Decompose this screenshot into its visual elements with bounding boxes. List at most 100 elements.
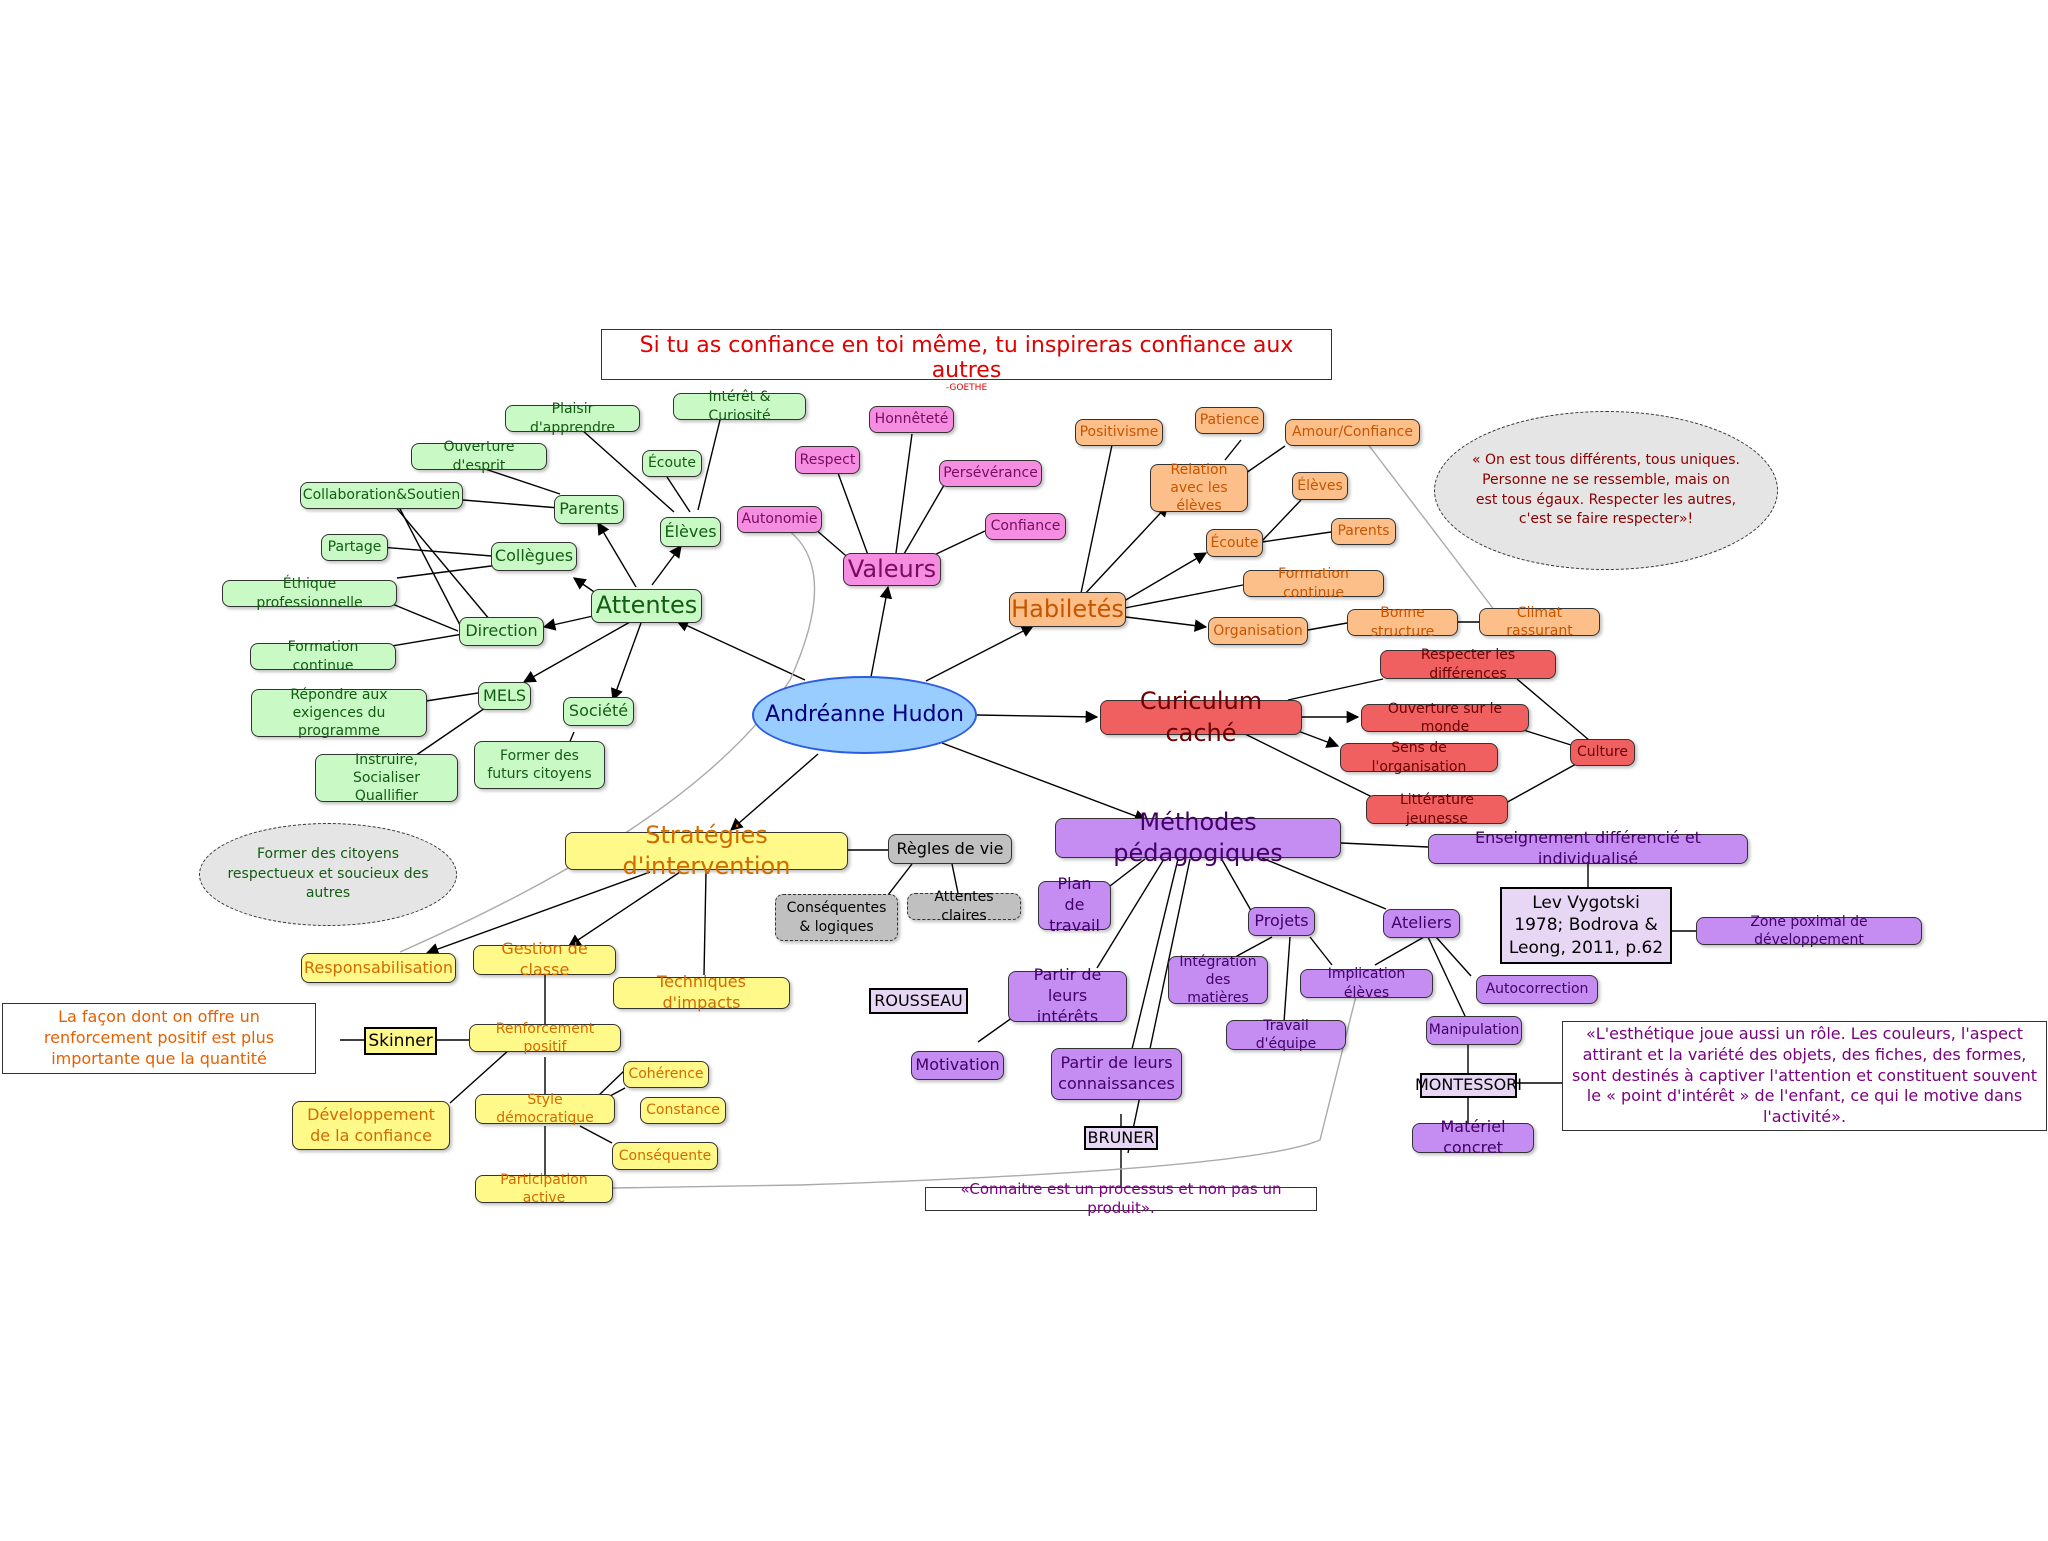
node-label: Écoute	[1210, 534, 1259, 551]
node-label: ROUSSEAU	[874, 990, 963, 1010]
valeurs-respect[interactable]: Respect	[795, 446, 860, 474]
strategies-participation[interactable]: Participation active	[475, 1172, 613, 1206]
attentes-ethique[interactable]: Éthique professionnelle	[222, 576, 397, 611]
regles-de-vie-node[interactable]: Règles de vie	[888, 834, 1012, 864]
methodes-integration[interactable]: Intégration des matières	[1168, 954, 1268, 1006]
node-label: Ouverture sur le monde	[1387, 700, 1503, 735]
node-label: Matériel concret	[1440, 1117, 1506, 1157]
habiletes-amour[interactable]: Amour/Confiance	[1285, 419, 1420, 446]
node-label: Répondre aux exigences du programme	[290, 686, 388, 740]
strategies-coherence[interactable]: Cohérence	[623, 1061, 709, 1088]
node-label: Conséquente	[618, 1147, 712, 1164]
node-label: Conséquentes & logiques	[786, 900, 887, 935]
attentes-societe[interactable]: Société	[563, 697, 634, 726]
habiletes-eleves[interactable]: Élèves	[1292, 472, 1348, 500]
methodes-zone[interactable]: Zone poximal de développement	[1696, 914, 1922, 948]
methodes-autocorrection[interactable]: Autocorrection	[1476, 975, 1598, 1004]
methodes-materiel[interactable]: Matériel concret	[1412, 1117, 1534, 1157]
habiletes-climat[interactable]: Climat rassurant	[1479, 605, 1600, 639]
strategies-node[interactable]: Stratégies d'intervention	[565, 821, 848, 880]
methodes-plan[interactable]: Plan de travail	[1038, 874, 1111, 935]
attentes-eleves[interactable]: Élèves	[660, 517, 721, 547]
habiletes-relation[interactable]: Relation avec les élèves	[1150, 462, 1248, 514]
methodes-motivation[interactable]: Motivation	[911, 1051, 1004, 1080]
habiletes-formation[interactable]: Formation continue	[1243, 566, 1384, 601]
attentes-formation[interactable]: Formation continue	[250, 639, 396, 674]
habiletes-ecoute[interactable]: Écoute	[1206, 529, 1263, 557]
node-label: «L'esthétique joue aussi un rôle. Les co…	[1571, 1024, 2038, 1127]
node-label: Autonomie	[741, 511, 818, 528]
strategies-responsabilisation[interactable]: Responsabilisation	[301, 953, 456, 983]
node-label: Intégration des matières	[1179, 953, 1257, 1007]
root-node[interactable]: Andréanne Hudon	[752, 676, 977, 754]
valeurs-confiance[interactable]: Confiance	[985, 513, 1066, 540]
node-label: «Connaitre est un processus et non pas u…	[960, 1179, 1282, 1218]
methodes-manipulation[interactable]: Manipulation	[1426, 1016, 1522, 1045]
attentes-ecoute[interactable]: Écoute	[642, 450, 702, 477]
methodes-projets[interactable]: Projets	[1248, 907, 1315, 936]
habiletes-organisation[interactable]: Organisation	[1208, 617, 1308, 645]
node-label: Formation continue	[1278, 566, 1349, 601]
valeurs-honnetete[interactable]: Honnêteté	[869, 406, 954, 433]
node-label: Bonne structure	[1370, 605, 1435, 640]
curiculum-litterature[interactable]: Littérature jeunesse	[1366, 792, 1508, 827]
curiculum-ouverture[interactable]: Ouverture sur le monde	[1361, 701, 1529, 735]
attentes-parents[interactable]: Parents	[554, 495, 624, 524]
node-label: Parents	[559, 499, 619, 519]
attentes-partage[interactable]: Partage	[321, 534, 388, 561]
attentes-direction[interactable]: Direction	[459, 617, 544, 646]
attentes-interet[interactable]: Intérêt & Curiosité	[673, 389, 806, 424]
methodes-node[interactable]: Méthodes pédagogiques	[1055, 808, 1341, 867]
habiletes-positivisme[interactable]: Positivisme	[1075, 419, 1163, 446]
methodes-enseignement[interactable]: Enseignement différencié et individualis…	[1428, 828, 1748, 868]
attentes-mels[interactable]: MELS	[478, 682, 531, 710]
strategies-techniques[interactable]: Techniques d'impacts	[613, 972, 790, 1012]
attentes-node[interactable]: Attentes	[591, 589, 702, 623]
attentes-plaisir[interactable]: Plaisir d'apprendre	[505, 401, 640, 436]
attentes-ouverture[interactable]: Ouverture d'esprit	[411, 439, 547, 474]
attentes-repondre[interactable]: Répondre aux exigences du programme	[251, 687, 427, 739]
node-label: Ateliers	[1391, 913, 1452, 933]
strategies-developpement[interactable]: Développement de la confiance	[292, 1101, 450, 1150]
habiletes-node[interactable]: Habiletés	[1009, 592, 1126, 627]
curiculum-sens[interactable]: Sens de l'organisation	[1340, 740, 1498, 775]
methodes-ateliers[interactable]: Ateliers	[1383, 909, 1460, 938]
node-label: Sens de l'organisation	[1371, 740, 1467, 775]
strategies-consequente[interactable]: Conséquente	[612, 1142, 718, 1170]
attentes-instruire[interactable]: Instruire, Socialiser Quallifier	[315, 752, 458, 804]
attentes-former[interactable]: Former des futurs citoyens	[474, 741, 605, 789]
methodes-interets[interactable]: Partir de leurs intérêts	[1008, 965, 1127, 1026]
vygotski-label: Lev Vygotski 1978; Bodrova & Leong, 2011…	[1500, 887, 1672, 964]
node-label: Positivisme	[1079, 424, 1159, 441]
node-label: Organisation	[1213, 622, 1303, 639]
node-label: La façon dont on offre un renforcement p…	[43, 1007, 275, 1068]
methodes-travail[interactable]: Travail d'équipe	[1226, 1018, 1346, 1052]
strategies-constance[interactable]: Constance	[640, 1097, 726, 1124]
node-label: MONTESSORI	[1415, 1075, 1522, 1095]
habiletes-parents[interactable]: Parents	[1331, 518, 1396, 545]
curiculum-respecter[interactable]: Respecter les différences	[1380, 647, 1556, 682]
curiculum-culture[interactable]: Culture	[1570, 739, 1635, 766]
node-label: Plaisir d'apprendre	[530, 401, 615, 436]
regles-attentes-claires[interactable]: Attentes claires	[907, 889, 1021, 924]
strategies-style[interactable]: Style démocratique	[475, 1092, 615, 1126]
node-label: Partir de leurs intérêts	[1033, 965, 1102, 1026]
methodes-connaissances[interactable]: Partir de leurs connaissances	[1051, 1048, 1182, 1100]
attentes-collegues[interactable]: Collègues	[491, 542, 577, 571]
habiletes-bonne-structure[interactable]: Bonne structure	[1347, 605, 1458, 640]
valeurs-node[interactable]: Valeurs	[843, 553, 941, 586]
node-label: Élèves	[664, 521, 717, 541]
node-label: Projets	[1254, 911, 1309, 931]
valeurs-perseverance[interactable]: Persévérance	[939, 460, 1042, 487]
habiletes-patience[interactable]: Patience	[1195, 407, 1264, 434]
methodes-implication[interactable]: Implication élèves	[1300, 966, 1433, 1001]
valeurs-autonomie[interactable]: Autonomie	[737, 506, 822, 533]
strategies-renforcement[interactable]: Renforcement positif	[469, 1021, 621, 1055]
regles-consequentes[interactable]: Conséquentes & logiques	[775, 894, 898, 941]
strategies-gestion[interactable]: Gestion de classe	[473, 939, 616, 979]
curiculum-node[interactable]: Curiculum caché	[1100, 687, 1302, 747]
node-label: MELS	[483, 685, 526, 705]
node-label: Attentes claires	[934, 889, 994, 924]
attentes-collab[interactable]: Collaboration&Soutien	[300, 482, 463, 509]
